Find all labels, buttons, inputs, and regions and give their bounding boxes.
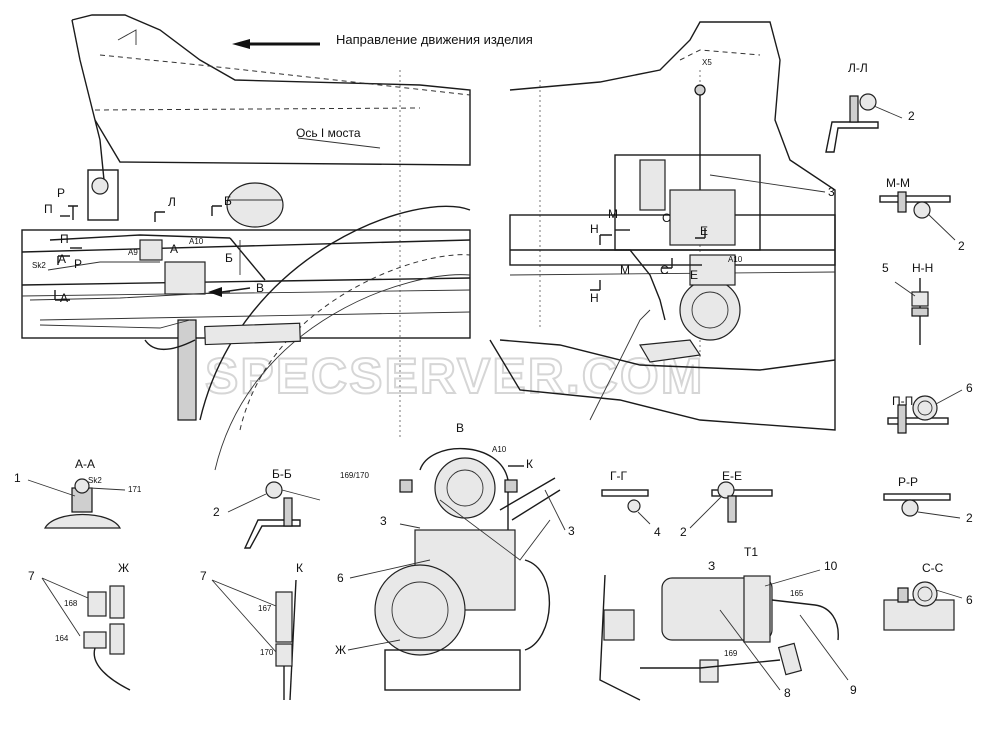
part-2-rr: 2 xyxy=(966,511,973,525)
left-main-view xyxy=(21,14,471,471)
code-165: 165 xyxy=(790,589,804,598)
section-gg xyxy=(601,489,651,525)
mark-zh: Ж xyxy=(335,643,346,657)
code-168: 168 xyxy=(64,599,78,608)
mark-k: К xyxy=(526,457,533,471)
part-5: 5 xyxy=(882,261,889,275)
mark-n: Н xyxy=(590,222,599,236)
code-x5: X5 xyxy=(702,58,712,67)
section-aa xyxy=(27,478,126,529)
section-ll-title: Л-Л xyxy=(848,61,868,75)
section-ee-title: Е-Е xyxy=(722,469,742,483)
section-mm xyxy=(879,191,956,241)
section-k xyxy=(211,579,297,701)
section-rr-title: Р-Р xyxy=(898,475,918,489)
code-169: 169 xyxy=(724,649,738,658)
watermark: SPECSERVER.COM xyxy=(205,348,704,404)
code-169-170: 169/170 xyxy=(340,471,369,480)
section-zh xyxy=(41,577,131,691)
part-6-pp: 6 xyxy=(966,381,973,395)
mark-a: А xyxy=(58,252,66,266)
mark-e-2: Е xyxy=(690,268,698,282)
mark-p: П xyxy=(44,202,53,216)
part-2-ee: 2 xyxy=(680,525,687,539)
code-sk2: Sk2 xyxy=(88,476,102,485)
section-ll xyxy=(825,93,903,153)
part-8: 8 xyxy=(784,686,791,700)
mark-m: М xyxy=(608,207,618,221)
mark-m-2: М xyxy=(620,263,630,277)
direction-arrow xyxy=(232,39,320,49)
code-a10: A10 xyxy=(492,445,507,454)
code-167: 167 xyxy=(258,604,272,613)
code-164: 164 xyxy=(55,634,69,643)
section-t1-title: Т1 xyxy=(744,545,758,559)
section-pp xyxy=(887,389,963,434)
section-ee xyxy=(689,481,773,529)
code-a9-main: A9 xyxy=(128,248,138,257)
code-a10-right: A10 xyxy=(728,255,743,264)
section-pp-title: П-П xyxy=(892,394,913,408)
part-6-ss: 6 xyxy=(966,593,973,607)
section-aa-title: А-А xyxy=(75,457,95,471)
mark-a-3: А xyxy=(170,242,178,256)
section-nn-title: Н-Н xyxy=(912,261,933,275)
mark-s: С xyxy=(662,211,671,225)
section-bb-title: Б-Б xyxy=(272,467,292,481)
mark-p-2: П xyxy=(60,232,69,246)
mark-z: З xyxy=(708,559,715,573)
part-1: 1 xyxy=(14,471,21,485)
code-a10-main: A10 xyxy=(189,237,204,246)
part-10: 10 xyxy=(824,559,838,573)
part-2-mm: 2 xyxy=(958,239,965,253)
mark-l: Л xyxy=(168,195,176,209)
code-171: 171 xyxy=(128,485,142,494)
part-9: 9 xyxy=(850,683,857,697)
part-7-left: 7 xyxy=(28,569,35,583)
part-4: 4 xyxy=(654,525,661,539)
section-rr xyxy=(883,493,961,519)
mark-b: Б xyxy=(224,194,232,208)
center-assembly xyxy=(347,448,566,691)
section-bb xyxy=(227,481,321,549)
mark-n-2: Н xyxy=(590,291,599,305)
code-sk2-main: Sk2 xyxy=(32,261,46,270)
mark-b-2: Б xyxy=(225,251,233,265)
section-ss-title: С-С xyxy=(922,561,944,575)
part-6-center: 6 xyxy=(337,571,344,585)
part-7-right: 7 xyxy=(200,569,207,583)
axis-label: Ось I моста xyxy=(296,126,361,140)
section-mm-title: М-М xyxy=(886,176,910,190)
mark-s-2: С xyxy=(660,263,669,277)
part-3-top: 3 xyxy=(828,185,835,199)
part-2-bb: 2 xyxy=(213,505,220,519)
part-2-ll: 2 xyxy=(908,109,915,123)
section-zh-title: Ж xyxy=(118,561,129,575)
direction-title: Направление движения изделия xyxy=(336,32,533,47)
code-170: 170 xyxy=(260,648,274,657)
mark-r-2: Р xyxy=(74,257,82,271)
section-nn xyxy=(894,278,929,345)
section-k-title: К xyxy=(296,561,303,575)
part-3-right: 3 xyxy=(568,524,575,538)
mark-a-2: А xyxy=(60,291,68,305)
mark-e: Е xyxy=(700,224,708,238)
section-z-t1 xyxy=(599,569,849,701)
section-ss xyxy=(883,581,963,631)
mark-v: В xyxy=(256,281,264,295)
section-v-title: В xyxy=(456,421,464,435)
part-3-left: 3 xyxy=(380,514,387,528)
section-gg-title: Г-Г xyxy=(610,469,627,483)
mark-r: Р xyxy=(57,186,65,200)
right-main-view xyxy=(489,21,836,431)
